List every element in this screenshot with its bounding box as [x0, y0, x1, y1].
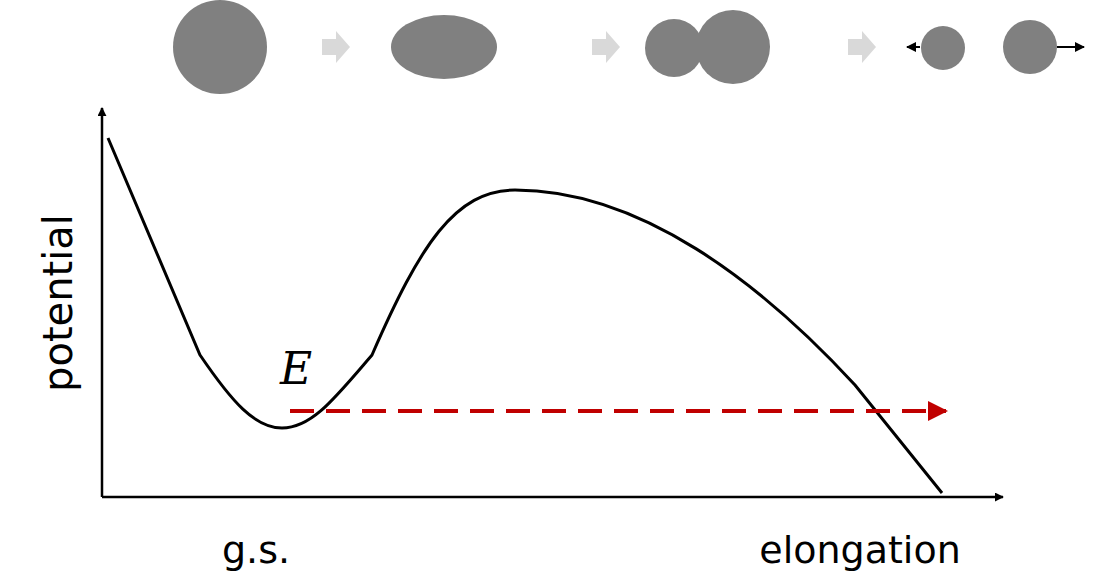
x-axis	[102, 496, 1003, 499]
axis-label: elongation	[759, 531, 960, 569]
energy-symbol: E	[280, 347, 312, 391]
axis-tick-label: g.s.	[222, 531, 290, 569]
y-axis	[101, 108, 104, 497]
shape-sequence	[173, 0, 1084, 94]
tunneling-arrow	[290, 409, 946, 413]
potential-curve	[108, 138, 942, 493]
axis-label: potential	[38, 214, 78, 392]
